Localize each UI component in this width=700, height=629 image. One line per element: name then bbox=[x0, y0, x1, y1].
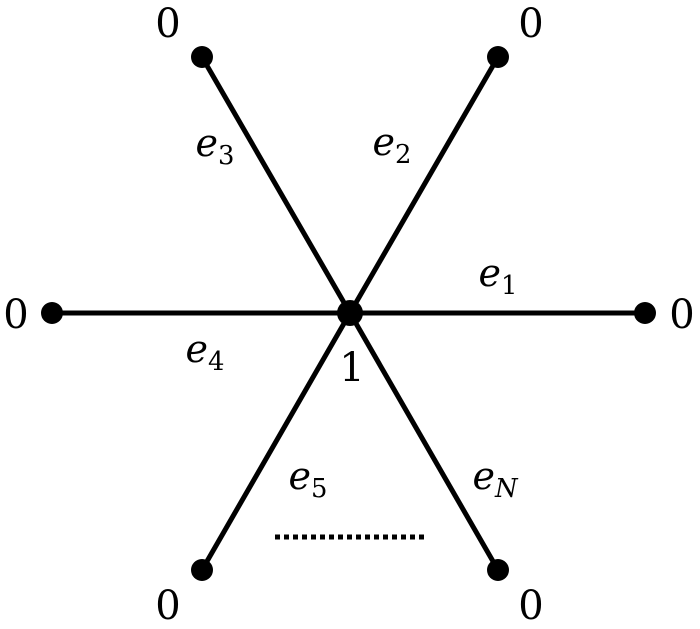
ellipsis-dot bbox=[293, 534, 298, 540]
ellipsis-dot bbox=[383, 534, 388, 540]
ellipsis-dot bbox=[275, 534, 280, 540]
ellipsis-dot bbox=[347, 534, 352, 540]
edge-e2 bbox=[347, 55, 501, 315]
vertex-leaf-e4 bbox=[41, 302, 63, 324]
edge-e3 bbox=[199, 55, 353, 315]
vertex-leaf-e5 bbox=[191, 559, 213, 581]
edge-e5 bbox=[199, 311, 353, 572]
ellipsis-dot bbox=[338, 534, 343, 540]
edge-group bbox=[52, 55, 645, 572]
ellipsis-dot bbox=[374, 534, 379, 540]
vertex-leaf-e3 bbox=[191, 46, 213, 68]
vertex-hub-center bbox=[337, 300, 363, 326]
ellipsis-dot bbox=[356, 534, 361, 540]
ellipsis-dot bbox=[392, 534, 397, 540]
vertex-leaf-e1 bbox=[634, 302, 656, 324]
ellipsis-dot bbox=[320, 534, 325, 540]
ellipsis-dot bbox=[302, 534, 307, 540]
vertex-group bbox=[41, 46, 656, 581]
ellipsis-dot bbox=[311, 534, 316, 540]
ellipsis-dot bbox=[329, 534, 334, 540]
ellipsis-dot bbox=[365, 534, 370, 540]
continuation-dots bbox=[275, 534, 424, 540]
ellipsis-dot bbox=[401, 534, 406, 540]
ellipsis-dot bbox=[419, 534, 424, 540]
edge-eN bbox=[347, 311, 501, 572]
ellipsis-dot bbox=[284, 534, 289, 540]
ellipsis-dot bbox=[410, 534, 415, 540]
vertex-leaf-eN bbox=[487, 559, 509, 581]
vertex-leaf-e2 bbox=[487, 46, 509, 68]
